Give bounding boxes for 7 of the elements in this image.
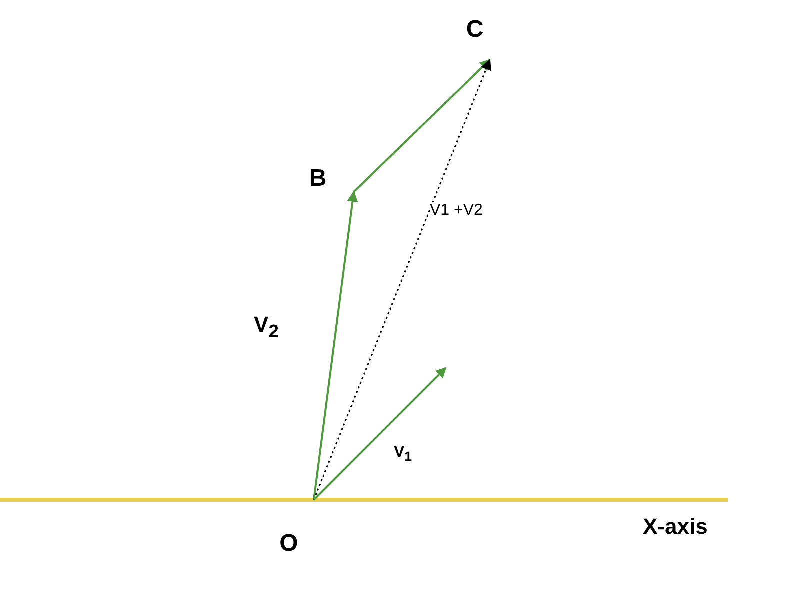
vector-arrow — [313, 58, 492, 500]
point-label: B — [306, 165, 330, 195]
point-label: C — [462, 16, 488, 46]
vector-arrow — [353, 59, 491, 193]
point-label: O — [276, 530, 302, 560]
vector-arrow — [313, 367, 447, 501]
vector-arrow — [313, 190, 358, 500]
